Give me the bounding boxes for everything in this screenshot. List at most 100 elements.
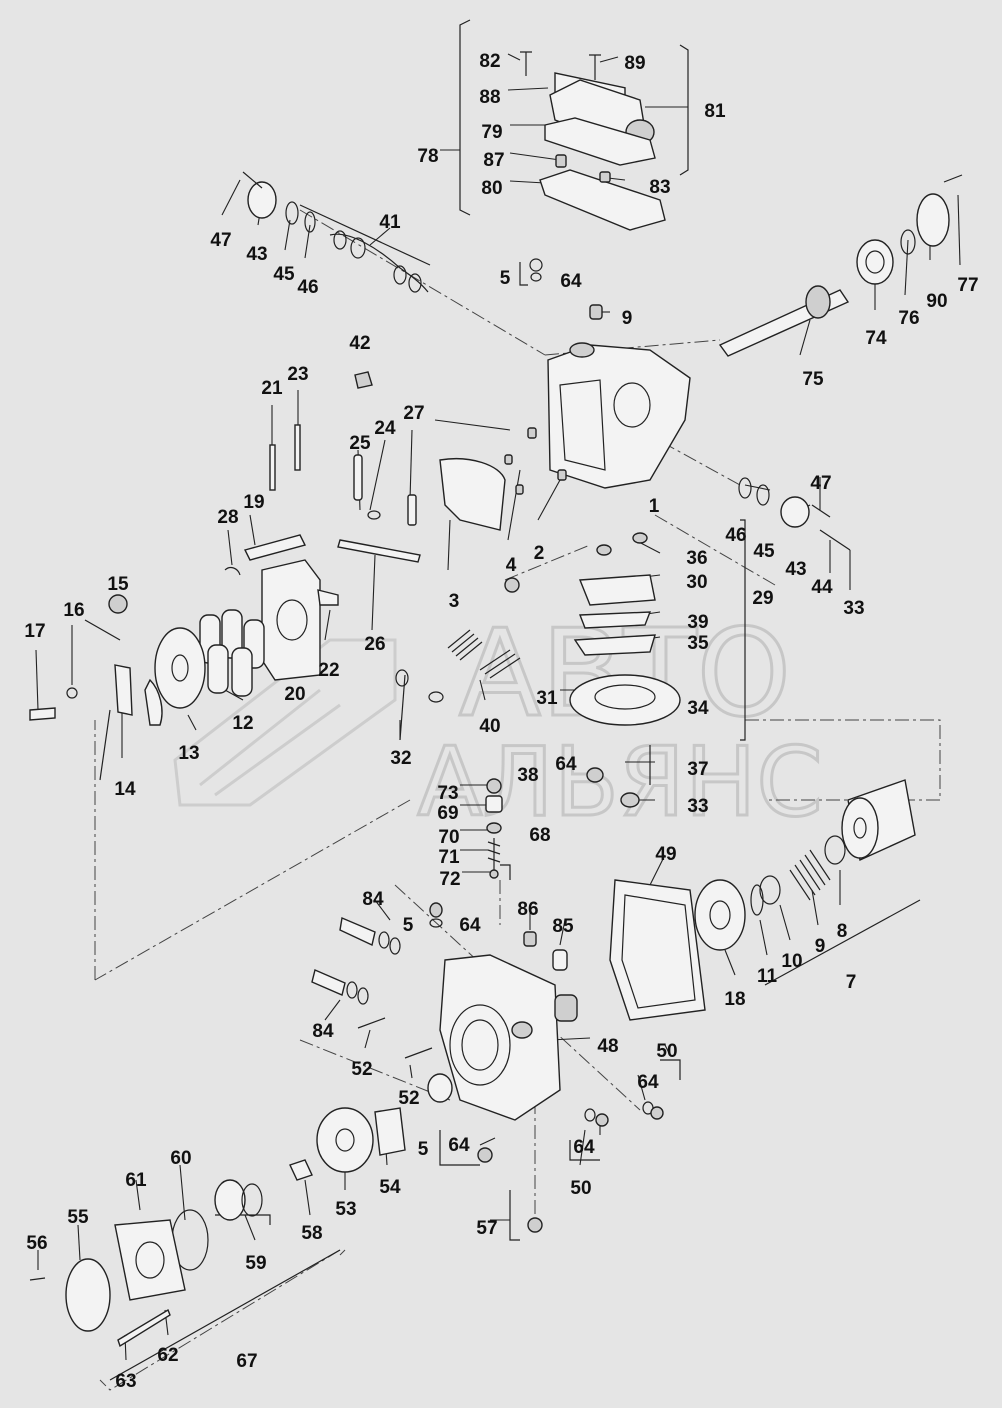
part-label-52a: 52: [351, 1059, 372, 1080]
part-label-63: 63: [115, 1371, 136, 1392]
part-label-23: 23: [287, 364, 308, 385]
part-label-14: 14: [114, 779, 136, 800]
part-label-19: 19: [243, 492, 264, 513]
part-labels: 1234555789910111213141516171819202122232…: [24, 51, 978, 1392]
part-label-71: 71: [438, 847, 460, 868]
part-label-62: 62: [157, 1345, 178, 1366]
watermark-logo-shape: [173, 638, 397, 807]
part-label-9b: 9: [815, 936, 826, 957]
part-label-60: 60: [170, 1148, 191, 1169]
part-label-77: 77: [957, 275, 978, 296]
part-label-8: 8: [837, 921, 848, 942]
part-label-76: 76: [898, 308, 919, 329]
watermark-line2: АЛЬЯНС: [417, 728, 822, 838]
part-label-75: 75: [802, 369, 824, 390]
part-label-50a: 50: [656, 1041, 677, 1062]
part-label-45b: 45: [753, 541, 775, 562]
part-label-43a: 43: [246, 244, 267, 265]
servo-plate: [544, 117, 656, 166]
part-label-2: 2: [534, 543, 545, 564]
part-label-74: 74: [865, 328, 887, 349]
part-label-38: 38: [517, 765, 538, 786]
part-label-32: 32: [390, 748, 411, 769]
part-label-41: 41: [379, 212, 401, 233]
part-label-33b: 33: [687, 796, 708, 817]
part-label-29: 29: [752, 588, 773, 609]
part-label-34: 34: [687, 698, 709, 719]
part-label-90: 90: [926, 291, 947, 312]
part-label-50b: 50: [570, 1178, 591, 1199]
part-label-36: 36: [686, 548, 707, 569]
part-label-79: 79: [481, 122, 502, 143]
part-label-82: 82: [479, 51, 500, 72]
part-label-49: 49: [655, 844, 676, 865]
part-label-72: 72: [439, 869, 460, 890]
part-label-64e: 64: [448, 1135, 470, 1156]
part-label-37: 37: [687, 759, 708, 780]
part-label-28: 28: [217, 507, 238, 528]
part-label-86: 86: [517, 899, 538, 920]
part-label-17: 17: [24, 621, 45, 642]
charge-pump-rotor: [316, 1107, 374, 1173]
part-label-30: 30: [686, 572, 707, 593]
servo-plug: [555, 154, 567, 168]
part-label-73: 73: [437, 783, 458, 804]
part-label-39: 39: [687, 612, 708, 633]
part-label-54: 54: [379, 1177, 401, 1198]
port-plate: [694, 879, 746, 951]
part-label-87: 87: [483, 150, 504, 171]
part-label-61: 61: [125, 1170, 147, 1191]
part-label-64a: 64: [560, 271, 582, 292]
part-label-31: 31: [536, 688, 558, 709]
part-label-11: 11: [757, 966, 778, 987]
part-label-5b: 5: [403, 915, 414, 936]
part-label-81: 81: [704, 101, 726, 122]
part-label-24: 24: [374, 418, 396, 439]
part-label-89: 89: [624, 53, 645, 74]
part-label-45a: 45: [273, 264, 295, 285]
part-label-47b: 47: [810, 473, 831, 494]
main-housing: [547, 344, 691, 489]
part-label-64f: 64: [573, 1137, 595, 1158]
part-label-33a: 33: [843, 598, 864, 619]
part-label-88: 88: [479, 87, 500, 108]
stop-block: [354, 371, 373, 389]
part-label-46b: 46: [725, 525, 746, 546]
part-label-52b: 52: [398, 1088, 419, 1109]
part-label-10: 10: [781, 951, 802, 972]
charge-pump-cover: [114, 1219, 186, 1301]
swash-plate-disc: [569, 674, 681, 726]
part-label-16: 16: [63, 600, 84, 621]
part-label-47a: 47: [210, 230, 231, 251]
part-label-59: 59: [245, 1253, 266, 1274]
part-label-69: 69: [437, 803, 458, 824]
part-label-53: 53: [335, 1199, 356, 1220]
port-bracket: [261, 559, 321, 681]
part-label-25: 25: [349, 433, 371, 454]
part-label-70: 70: [438, 827, 459, 848]
shaft-seal-cover: [65, 1258, 111, 1332]
part-label-64d: 64: [637, 1072, 659, 1093]
parts-art: [29, 51, 963, 1348]
lever-link: [337, 539, 421, 563]
slide-bracket: [578, 574, 656, 606]
part-label-7: 7: [846, 972, 857, 993]
part-label-68: 68: [529, 825, 550, 846]
part-label-43b: 43: [785, 559, 806, 580]
part-label-35: 35: [687, 633, 709, 654]
pistons: [199, 609, 265, 697]
part-label-46a: 46: [297, 277, 318, 298]
servo-plug-2: [599, 171, 611, 183]
part-label-1: 1: [649, 496, 660, 517]
bearing: [856, 239, 894, 285]
group-brackets: [84, 19, 921, 1381]
part-label-84a: 84: [362, 889, 384, 910]
part-label-12: 12: [232, 713, 253, 734]
part-label-3: 3: [449, 591, 460, 612]
part-label-84b: 84: [312, 1021, 334, 1042]
cover-plate: [916, 193, 950, 247]
part-label-22: 22: [318, 660, 339, 681]
part-label-20: 20: [284, 684, 305, 705]
part-label-56: 56: [26, 1233, 47, 1254]
